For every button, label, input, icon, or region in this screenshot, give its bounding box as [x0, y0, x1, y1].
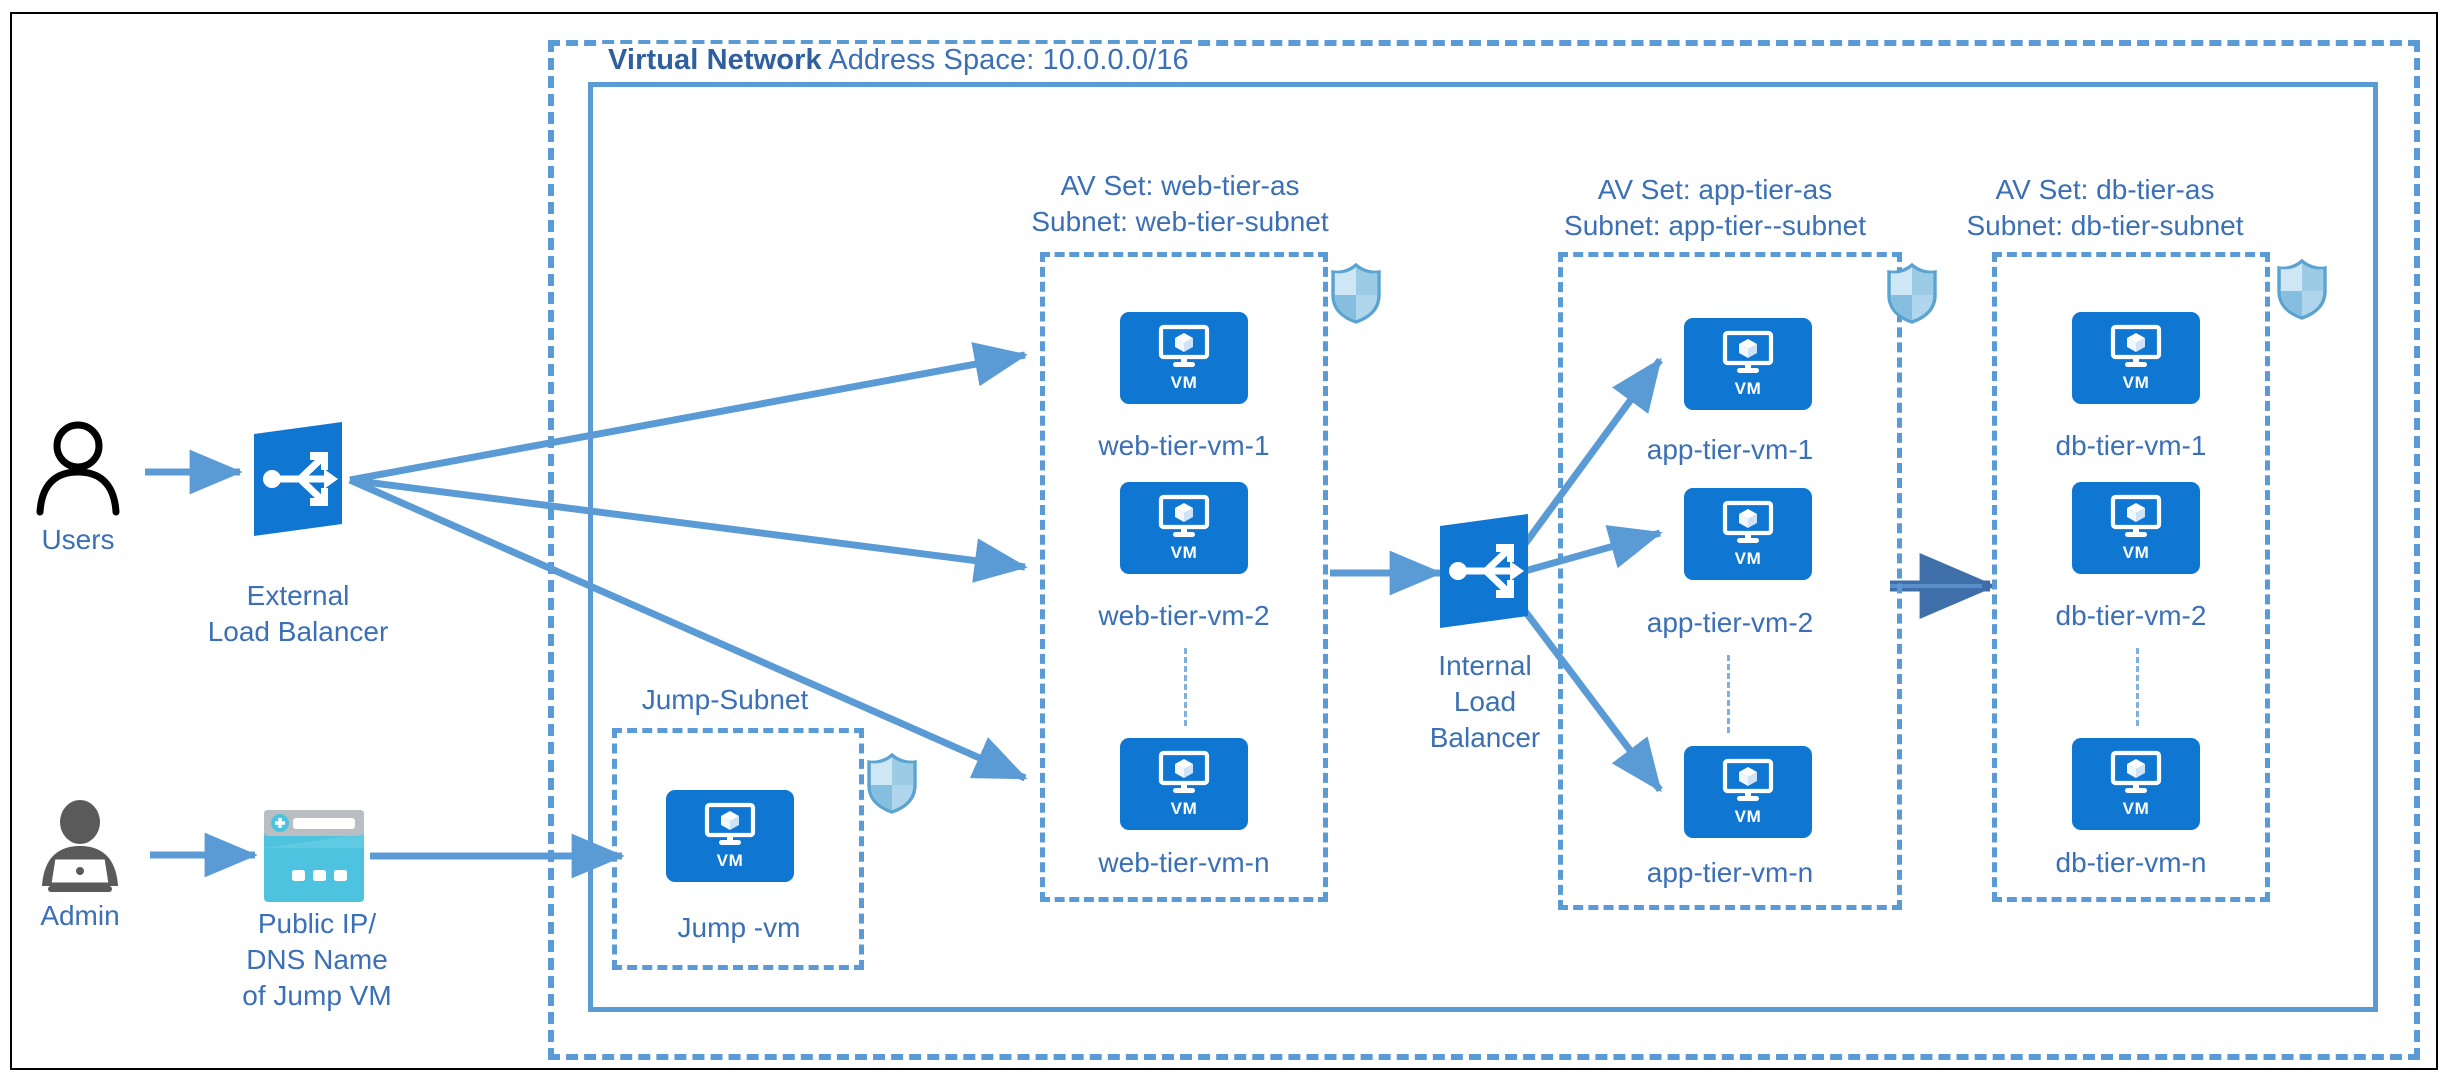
- web-tier-av-set: AV Set: web-tier-as: [1060, 170, 1300, 201]
- shield-icon-web-tier: [1330, 262, 1382, 324]
- vm-badge: VM: [716, 850, 744, 870]
- app-tier-subnet-boundary: [1558, 252, 1902, 910]
- vm-badge: VM: [1170, 542, 1198, 562]
- page-frame: [10, 12, 2438, 1070]
- vm-app-tier-2[interactable]: VM: [1684, 488, 1812, 580]
- public-ip-dns-icon: [262, 808, 366, 909]
- virtual-network-title-bold: Virtual Network: [608, 44, 822, 76]
- db-tier-subnet-boundary: [1992, 252, 2270, 902]
- virtual-network-boundary: [548, 40, 2420, 1060]
- vm-web-tier-1[interactable]: VM: [1120, 312, 1248, 404]
- vm-label-web-tier-1: web-tier-vm-1: [1098, 430, 1270, 461]
- web-tier-headings: AV Set: web-tier-as Subnet: web-tier-sub…: [1010, 168, 1350, 240]
- vm-badge: VM: [2122, 372, 2150, 392]
- vm-badge: VM: [2122, 542, 2150, 562]
- external-load-balancer-icon: [248, 420, 348, 538]
- app-tier-ellipsis: [1727, 655, 1730, 733]
- virtual-network-title: Virtual Network Address Space: 10.0.0.0/…: [600, 44, 1197, 77]
- vm-db-tier-n[interactable]: VM: [2072, 738, 2200, 830]
- vm-label-db-tier-1: db-tier-vm-1: [2055, 430, 2207, 461]
- vm-jump[interactable]: VM: [666, 790, 794, 882]
- vm-badge: VM: [1734, 378, 1762, 398]
- db-tier-subnet: Subnet: db-tier-subnet: [1966, 209, 2244, 241]
- jump-vm-label: Jump -vm: [677, 912, 801, 943]
- admin-label: Admin: [40, 900, 120, 931]
- public-ip-dns-label: Public IP/ DNS Name of Jump VM: [242, 908, 392, 1011]
- internal-load-balancer-icon: [1434, 512, 1534, 630]
- virtual-network-inner-boundary: [588, 82, 2378, 1012]
- db-tier-headings: AV Set: db-tier-as Subnet: db-tier-subne…: [1930, 172, 2280, 244]
- vm-badge: VM: [2122, 798, 2150, 818]
- vm-label-db-tier-n: db-tier-vm-n: [2055, 847, 2207, 878]
- app-tier-av-set: AV Set: app-tier-as: [1597, 174, 1833, 205]
- vm-label-db-tier-2: db-tier-vm-2: [2055, 600, 2207, 631]
- app-tier-subnet: Subnet: app-tier--subnet: [1564, 209, 1866, 241]
- vm-badge: VM: [1734, 806, 1762, 826]
- jump-subnet-title: Jump-Subnet: [641, 684, 809, 715]
- virtual-network-address-space: Address Space: 10.0.0.0/16: [828, 44, 1189, 76]
- shield-icon-app-tier: [1886, 262, 1938, 324]
- users-icon: [30, 420, 126, 525]
- vm-badge: VM: [1170, 372, 1198, 392]
- shield-icon-jump: [866, 752, 918, 814]
- external-load-balancer-label: External Load Balancer: [207, 580, 389, 647]
- web-tier-subnet: Subnet: web-tier-subnet: [1031, 205, 1329, 237]
- internal-load-balancer-label: Internal Load Balancer: [1429, 650, 1541, 753]
- shield-icon-db-tier: [2276, 258, 2328, 320]
- users-label: Users: [41, 524, 115, 555]
- vm-db-tier-1[interactable]: VM: [2072, 312, 2200, 404]
- vm-label-web-tier-2: web-tier-vm-2: [1098, 600, 1270, 631]
- vm-label-web-tier-n: web-tier-vm-n: [1098, 847, 1270, 878]
- vm-label-app-tier-1: app-tier-vm-1: [1646, 434, 1814, 465]
- vm-label-app-tier-2: app-tier-vm-2: [1646, 607, 1814, 638]
- web-tier-ellipsis: [1184, 648, 1187, 726]
- vm-db-tier-2[interactable]: VM: [2072, 482, 2200, 574]
- admin-icon: [30, 800, 130, 905]
- db-tier-ellipsis: [2136, 648, 2139, 726]
- app-tier-headings: AV Set: app-tier-as Subnet: app-tier--su…: [1540, 172, 1890, 244]
- jump-subnet-boundary: [612, 728, 864, 970]
- vm-web-tier-n[interactable]: VM: [1120, 738, 1248, 830]
- vm-label-app-tier-n: app-tier-vm-n: [1646, 857, 1814, 888]
- vm-web-tier-2[interactable]: VM: [1120, 482, 1248, 574]
- db-tier-av-set: AV Set: db-tier-as: [1995, 174, 2215, 205]
- vm-badge: VM: [1170, 798, 1198, 818]
- vm-badge: VM: [1734, 548, 1762, 568]
- vm-app-tier-1[interactable]: VM: [1684, 318, 1812, 410]
- vm-app-tier-n[interactable]: VM: [1684, 746, 1812, 838]
- web-tier-subnet-boundary: [1040, 252, 1328, 902]
